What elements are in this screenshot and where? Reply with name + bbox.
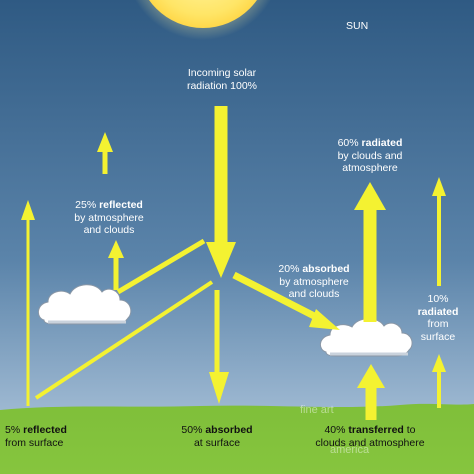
incoming-radiation-arrow: [206, 106, 236, 278]
cloud-left-icon: [38, 284, 132, 325]
sun-icon: [149, 0, 257, 28]
absorbed-atmo-keyword: absorbed: [302, 263, 350, 275]
reflected-surface-keyword: reflected: [23, 424, 67, 436]
reflected-atmo-line3: and clouds: [83, 224, 135, 236]
incoming-radiation-label: Incoming solar radiation 100%: [168, 67, 276, 92]
absorbed-atmosphere-arrow: [232, 271, 340, 330]
reflected-surface-arrow: [21, 200, 35, 406]
watermark-line2: america: [330, 444, 370, 456]
ground: [0, 403, 474, 474]
reflected-atmo-keyword: reflected: [99, 199, 143, 211]
incoming-line1: Incoming solar: [187, 67, 257, 79]
transferred-pct: 40%: [324, 424, 346, 436]
transferred-keyword: transferred: [348, 424, 404, 436]
absorbed-atmo-pct: 20%: [278, 263, 300, 275]
radiated-clouds-label: 60% radiated by clouds and atmosphere: [318, 137, 422, 175]
radiated-clouds-pct: 60%: [337, 137, 359, 149]
absorbed-atmo-line2: by atmosphere: [279, 275, 349, 288]
radiated-clouds-keyword: radiated: [361, 137, 403, 149]
radiated-surface-arrow: [432, 177, 446, 408]
absorbed-surface-line2: at surface: [193, 436, 241, 449]
absorbed-surface-pct: 50%: [181, 424, 203, 436]
sun-label: SUN: [346, 20, 369, 32]
reflected-surface-line2: from surface: [5, 436, 64, 449]
radiated-surface-pct: 10%: [427, 293, 449, 305]
reflected-atmo-line2: by atmosphere: [74, 211, 144, 224]
absorbed-surface-arrow: [209, 372, 229, 404]
cloud-right-icon: [320, 318, 413, 357]
incoming-line2: radiation 100%: [186, 79, 258, 92]
surface-path-line: [34, 280, 220, 400]
reflected-surface-pct: 5%: [5, 424, 21, 436]
transferred-arrow: [357, 364, 385, 420]
radiated-surface-line4: surface: [420, 330, 456, 343]
radiated-clouds-line3: atmosphere: [342, 162, 398, 174]
radiated-clouds-line2: by clouds and: [337, 149, 403, 162]
radiated-surface-label: 10% radiated from surface: [408, 293, 468, 343]
watermark-line1: fine art: [300, 404, 334, 416]
radiated-clouds-arrow: [354, 182, 386, 322]
absorbed-surface-keyword: absorbed: [205, 424, 253, 436]
reflected-atmosphere-label: 25% reflected by atmosphere and clouds: [54, 199, 164, 237]
transferred-tail: to: [406, 424, 416, 436]
absorbed-atmo-line3: and clouds: [288, 288, 340, 300]
transferred-label: 40% transferred to clouds and atmosphere: [300, 424, 440, 449]
reflected-atmosphere-arrow: [97, 132, 206, 295]
reflected-surface-label: 5% reflected from surface: [5, 424, 67, 449]
radiated-surface-keyword: radiated: [417, 305, 459, 318]
absorbed-atmosphere-label: 20% absorbed by atmosphere and clouds: [258, 263, 370, 301]
absorbed-surface-label: 50% absorbed at surface: [162, 424, 272, 449]
reflected-atmo-pct: 25%: [75, 199, 97, 211]
transferred-line2: clouds and atmosphere: [315, 436, 425, 449]
radiated-surface-line3: from: [427, 318, 449, 330]
